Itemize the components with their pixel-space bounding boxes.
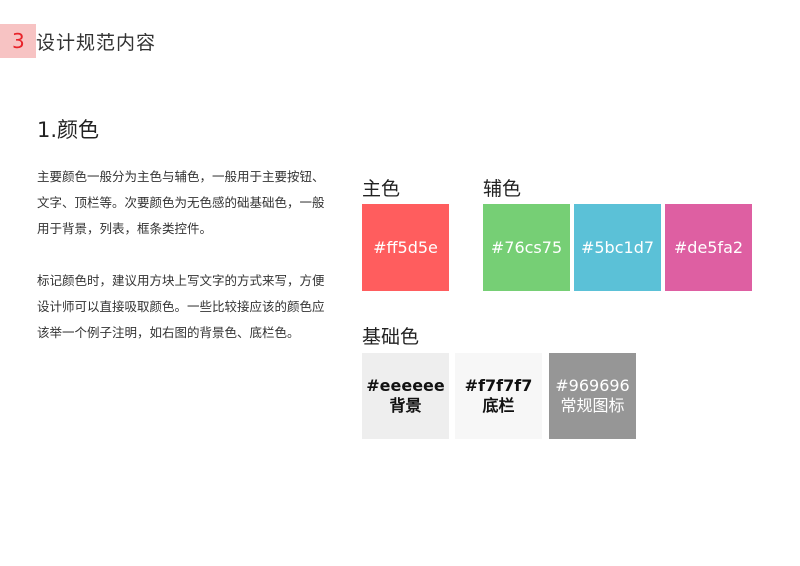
primary-color-label: 主色	[362, 178, 401, 200]
swatch-name: 背景	[389, 396, 422, 415]
base-swatch-bottom-bar: #f7f7f7 底栏	[455, 353, 542, 439]
secondary-swatch-green: #76cs75	[483, 204, 570, 291]
section-header: 3 设计规范内容	[0, 24, 156, 58]
base-swatch-icon: #969696 常规图标	[549, 353, 636, 439]
swatch-hex: #5bc1d7	[580, 238, 655, 257]
swatch-hex: #969696	[555, 376, 630, 395]
swatch-name: 底栏	[482, 396, 515, 415]
color-heading: 1.颜色	[37, 118, 100, 142]
section-title: 设计规范内容	[36, 31, 157, 54]
secondary-swatch-pink: #de5fa2	[665, 204, 752, 291]
description: 主要颜色一般分为主色与辅色，一般用于主要按钮、文字、顶栏等。次要颜色为无色感的础…	[37, 164, 327, 372]
swatch-hex: #f7f7f7	[464, 376, 533, 395]
description-paragraph-1: 主要颜色一般分为主色与辅色，一般用于主要按钮、文字、顶栏等。次要颜色为无色感的础…	[37, 169, 325, 236]
primary-swatch: #ff5d5e	[362, 204, 449, 291]
swatch-hex: #ff5d5e	[373, 238, 438, 257]
swatch-hex: #76cs75	[490, 238, 563, 257]
swatch-name: 常规图标	[560, 396, 625, 415]
description-paragraph-2: 标记颜色时，建议用方块上写文字的方式来写，方便设计师可以直接吸取颜色。一些比较接…	[37, 273, 325, 340]
secondary-swatch-blue: #5bc1d7	[574, 204, 661, 291]
base-color-label: 基础色	[362, 326, 420, 348]
swatch-hex: #eeeeee	[366, 376, 445, 395]
swatch-hex: #de5fa2	[673, 238, 744, 257]
section-number: 3	[0, 24, 36, 58]
base-swatch-background: #eeeeee 背景	[362, 353, 449, 439]
secondary-color-label: 辅色	[483, 178, 522, 200]
